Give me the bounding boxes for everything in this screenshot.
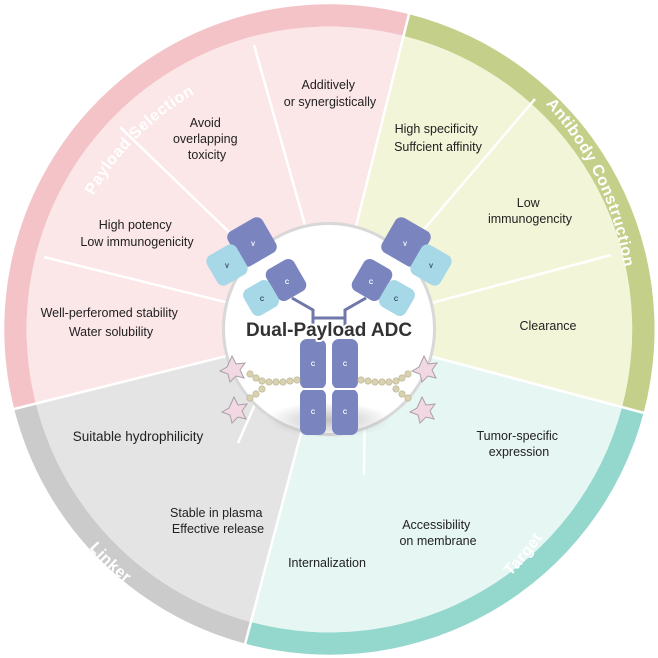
segment-text: Stable in plasma Effective release	[170, 506, 266, 536]
hinge	[291, 296, 367, 336]
linker-bead	[398, 390, 406, 398]
segment-text: Tumor-specific expression	[477, 429, 562, 459]
hinge-left	[291, 296, 315, 336]
payloads	[218, 354, 439, 424]
linker-bead	[279, 378, 287, 386]
segment-text: Clearance	[520, 319, 577, 333]
segment-text: Well-perferomed stability Water solubili…	[41, 306, 182, 339]
linker-bead	[404, 394, 412, 402]
linker-bead	[258, 385, 266, 393]
antibody-construction-area	[355, 36, 633, 407]
payload-selection-area	[26, 26, 405, 405]
domain-label: V	[225, 264, 229, 270]
divider-line	[242, 430, 304, 649]
segment-text: High specificity Suffcient affinity	[394, 122, 483, 154]
fc-ch2-right	[332, 339, 358, 389]
divider-line	[236, 402, 257, 444]
payload-star	[410, 354, 439, 383]
target-ring	[245, 407, 644, 655]
domain-label: C	[311, 362, 316, 368]
fc-region: C C C C	[300, 339, 358, 435]
divider-line	[9, 354, 228, 412]
outer-ring	[4, 4, 655, 655]
linker-bead	[385, 378, 393, 386]
payload-selection-ring	[4, 4, 410, 410]
domain-label: C	[285, 280, 290, 286]
payload-star	[408, 395, 437, 424]
divider-line	[401, 98, 536, 256]
linker-bead	[357, 376, 365, 384]
linker-ring	[14, 404, 252, 644]
linker-bead	[265, 378, 273, 386]
light-chain-vl-right	[410, 244, 452, 286]
domain-label: C	[394, 297, 399, 303]
right-fab: V C V C	[351, 217, 452, 316]
payload-selection-segments: Well-perferomed stability Water solubili…	[41, 78, 377, 339]
linker-bead	[252, 374, 260, 382]
segment-text: Internalization	[288, 556, 366, 570]
domain-label: V	[429, 264, 433, 270]
divider-line	[252, 44, 307, 228]
divider-line	[119, 126, 247, 250]
left-fab: V C V C	[206, 217, 307, 316]
linker-bead	[392, 385, 400, 393]
segment-text: Avoid overlapping toxicity	[173, 116, 241, 162]
antibody-construction-ring	[404, 14, 655, 413]
segment-text: Suitable hydrophilicity	[73, 429, 204, 444]
linker-bead	[392, 377, 400, 385]
hinge-right	[343, 296, 367, 336]
linker-bead	[364, 377, 372, 385]
linker-bead	[246, 394, 254, 402]
linker-segments: Stable in plasma Effective release Suita…	[73, 429, 266, 536]
payload-star	[220, 395, 249, 424]
linker-bead	[371, 378, 379, 386]
target-segments: Tumor-specific expression Accessibility …	[288, 429, 562, 570]
divider-line	[430, 354, 649, 416]
payload-star	[218, 354, 247, 383]
fc-ch2-left	[300, 339, 326, 389]
segment-text: Accessibility on membrane	[399, 518, 476, 548]
fc-ch3-left	[300, 389, 326, 435]
linker-bead	[246, 370, 254, 378]
target-area	[251, 356, 622, 633]
domain-label: C	[369, 280, 374, 286]
linker-chains	[246, 370, 412, 402]
segment-text: Additively or synergistically	[284, 78, 377, 109]
light-chain-cl-right	[379, 280, 415, 316]
domain-label: C	[343, 410, 348, 416]
domain-label: C	[343, 362, 348, 368]
inner-fills	[26, 26, 633, 633]
antibody-illustration: V C V C V C V C C C C C	[206, 217, 452, 435]
antibody-shadow	[267, 402, 391, 438]
light-chain-vl-left	[206, 244, 248, 286]
center-title: Dual-Payload ADC	[246, 320, 412, 341]
domain-label: C	[260, 297, 265, 303]
segment-text: Low immunogencity	[488, 196, 573, 226]
heavy-chain-ch1-left	[265, 258, 307, 302]
linker-bead	[398, 374, 406, 382]
heavy-chain-ch1-right	[351, 258, 393, 302]
linker-bead	[272, 378, 280, 386]
linker-bead	[293, 376, 301, 384]
domain-label: C	[311, 410, 316, 416]
light-chain-cl-left	[243, 280, 279, 316]
divider-line	[429, 253, 612, 305]
linker-area	[36, 355, 302, 622]
linker-bead	[378, 378, 386, 386]
linker-bead	[404, 370, 412, 378]
domain-label: V	[251, 242, 255, 248]
antibody-construction-segments: High specificity Suffcient affinity Low …	[394, 122, 576, 333]
divider-line	[43, 255, 230, 305]
divider-line	[354, 9, 412, 228]
fc-ch3-right	[332, 389, 358, 435]
linker-bead	[258, 377, 266, 385]
domain-label: V	[403, 242, 407, 248]
linker-bead	[286, 377, 294, 385]
linker-bead	[252, 390, 260, 398]
segment-text: High potency Low immunogenicity	[80, 218, 194, 249]
divider-lines	[9, 9, 649, 649]
